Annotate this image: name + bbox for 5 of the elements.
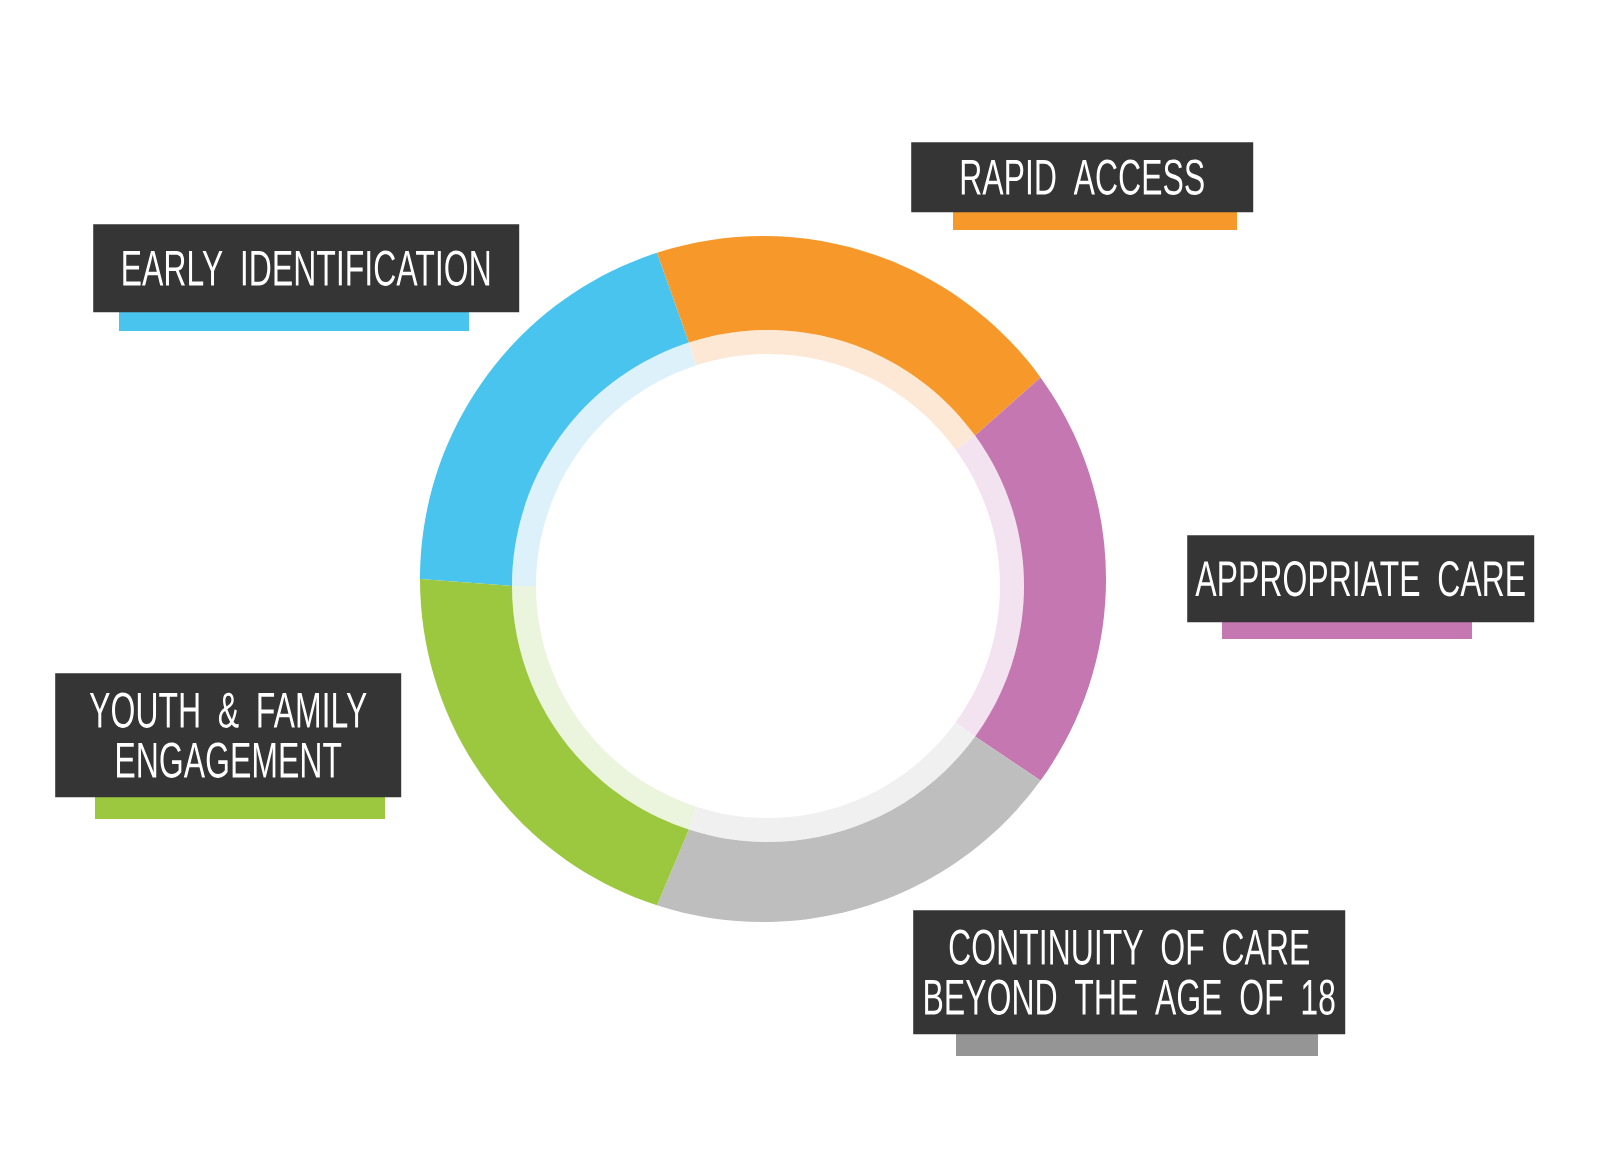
label-box: RAPID ACCESS bbox=[911, 142, 1254, 213]
label-box: CONTINUITY OF CARE BEYOND THE AGE OF 18 bbox=[913, 910, 1346, 1035]
label-box: EARLY IDENTIFICATION bbox=[93, 224, 520, 313]
label-box: YOUTH & FAMILY ENGAGEMENT bbox=[55, 673, 402, 798]
label-box: APPROPRIATE CARE bbox=[1187, 535, 1535, 623]
